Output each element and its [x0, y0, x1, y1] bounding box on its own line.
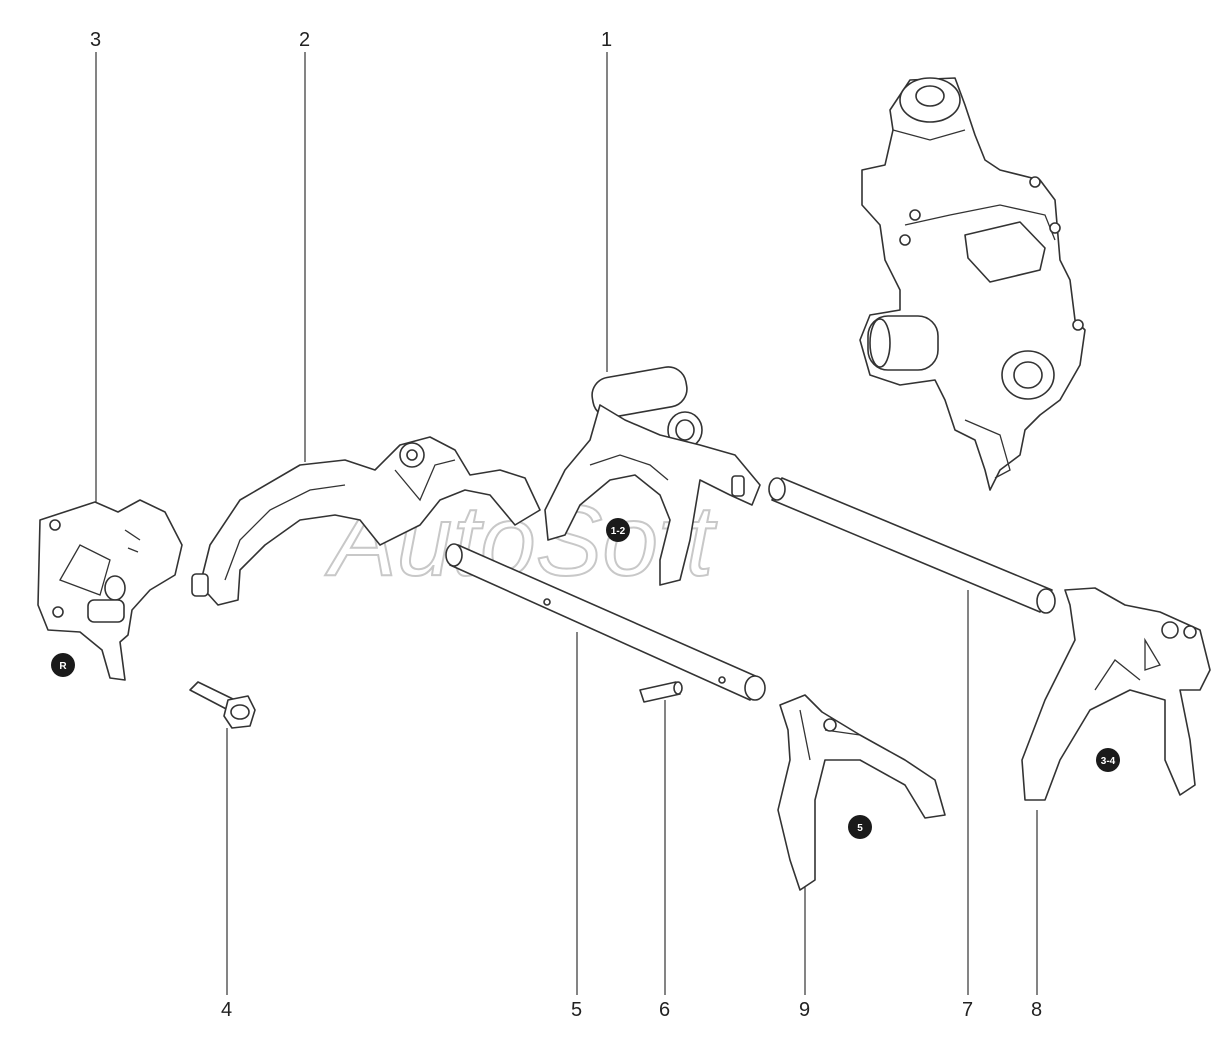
callout-4: 4	[221, 999, 232, 1021]
badge-fork-5: 5	[848, 815, 872, 839]
badge-fork-3-4: 3-4	[1096, 748, 1120, 772]
callout-7: 7	[962, 999, 973, 1021]
callout-3: 3	[90, 29, 101, 51]
actuator-assembly	[859, 77, 1086, 491]
badge-fork-1-2: 1-2	[606, 518, 630, 542]
callout-1: 1	[601, 29, 612, 51]
gear-badges: R 1-2 5 3-4	[51, 518, 1120, 839]
part-3-reverse-bracket	[37, 499, 183, 681]
part-2-shift-fork	[191, 436, 541, 606]
part-4-bolt	[189, 681, 256, 729]
callout-2: 2	[299, 29, 310, 51]
part-7-rail	[768, 477, 1056, 614]
svg-text:5: 5	[857, 823, 863, 834]
part-5-rail	[445, 543, 766, 701]
callout-numbers: 1 2 3 4 5 6 7 8 9	[90, 29, 1042, 1021]
svg-text:1-2: 1-2	[611, 526, 626, 537]
part-8-shift-fork-3-4	[1021, 587, 1211, 801]
badge-reverse: R	[51, 653, 75, 677]
svg-text:3-4: 3-4	[1101, 756, 1116, 767]
callout-5: 5	[571, 999, 582, 1021]
part-6-pin	[639, 681, 683, 703]
callout-8: 8	[1031, 999, 1042, 1021]
part-1-shift-fork-1-2	[544, 366, 761, 586]
callout-9: 9	[799, 999, 810, 1021]
part-9-shift-fork-5	[777, 694, 946, 891]
svg-text:R: R	[59, 661, 67, 672]
callout-6: 6	[659, 999, 670, 1021]
